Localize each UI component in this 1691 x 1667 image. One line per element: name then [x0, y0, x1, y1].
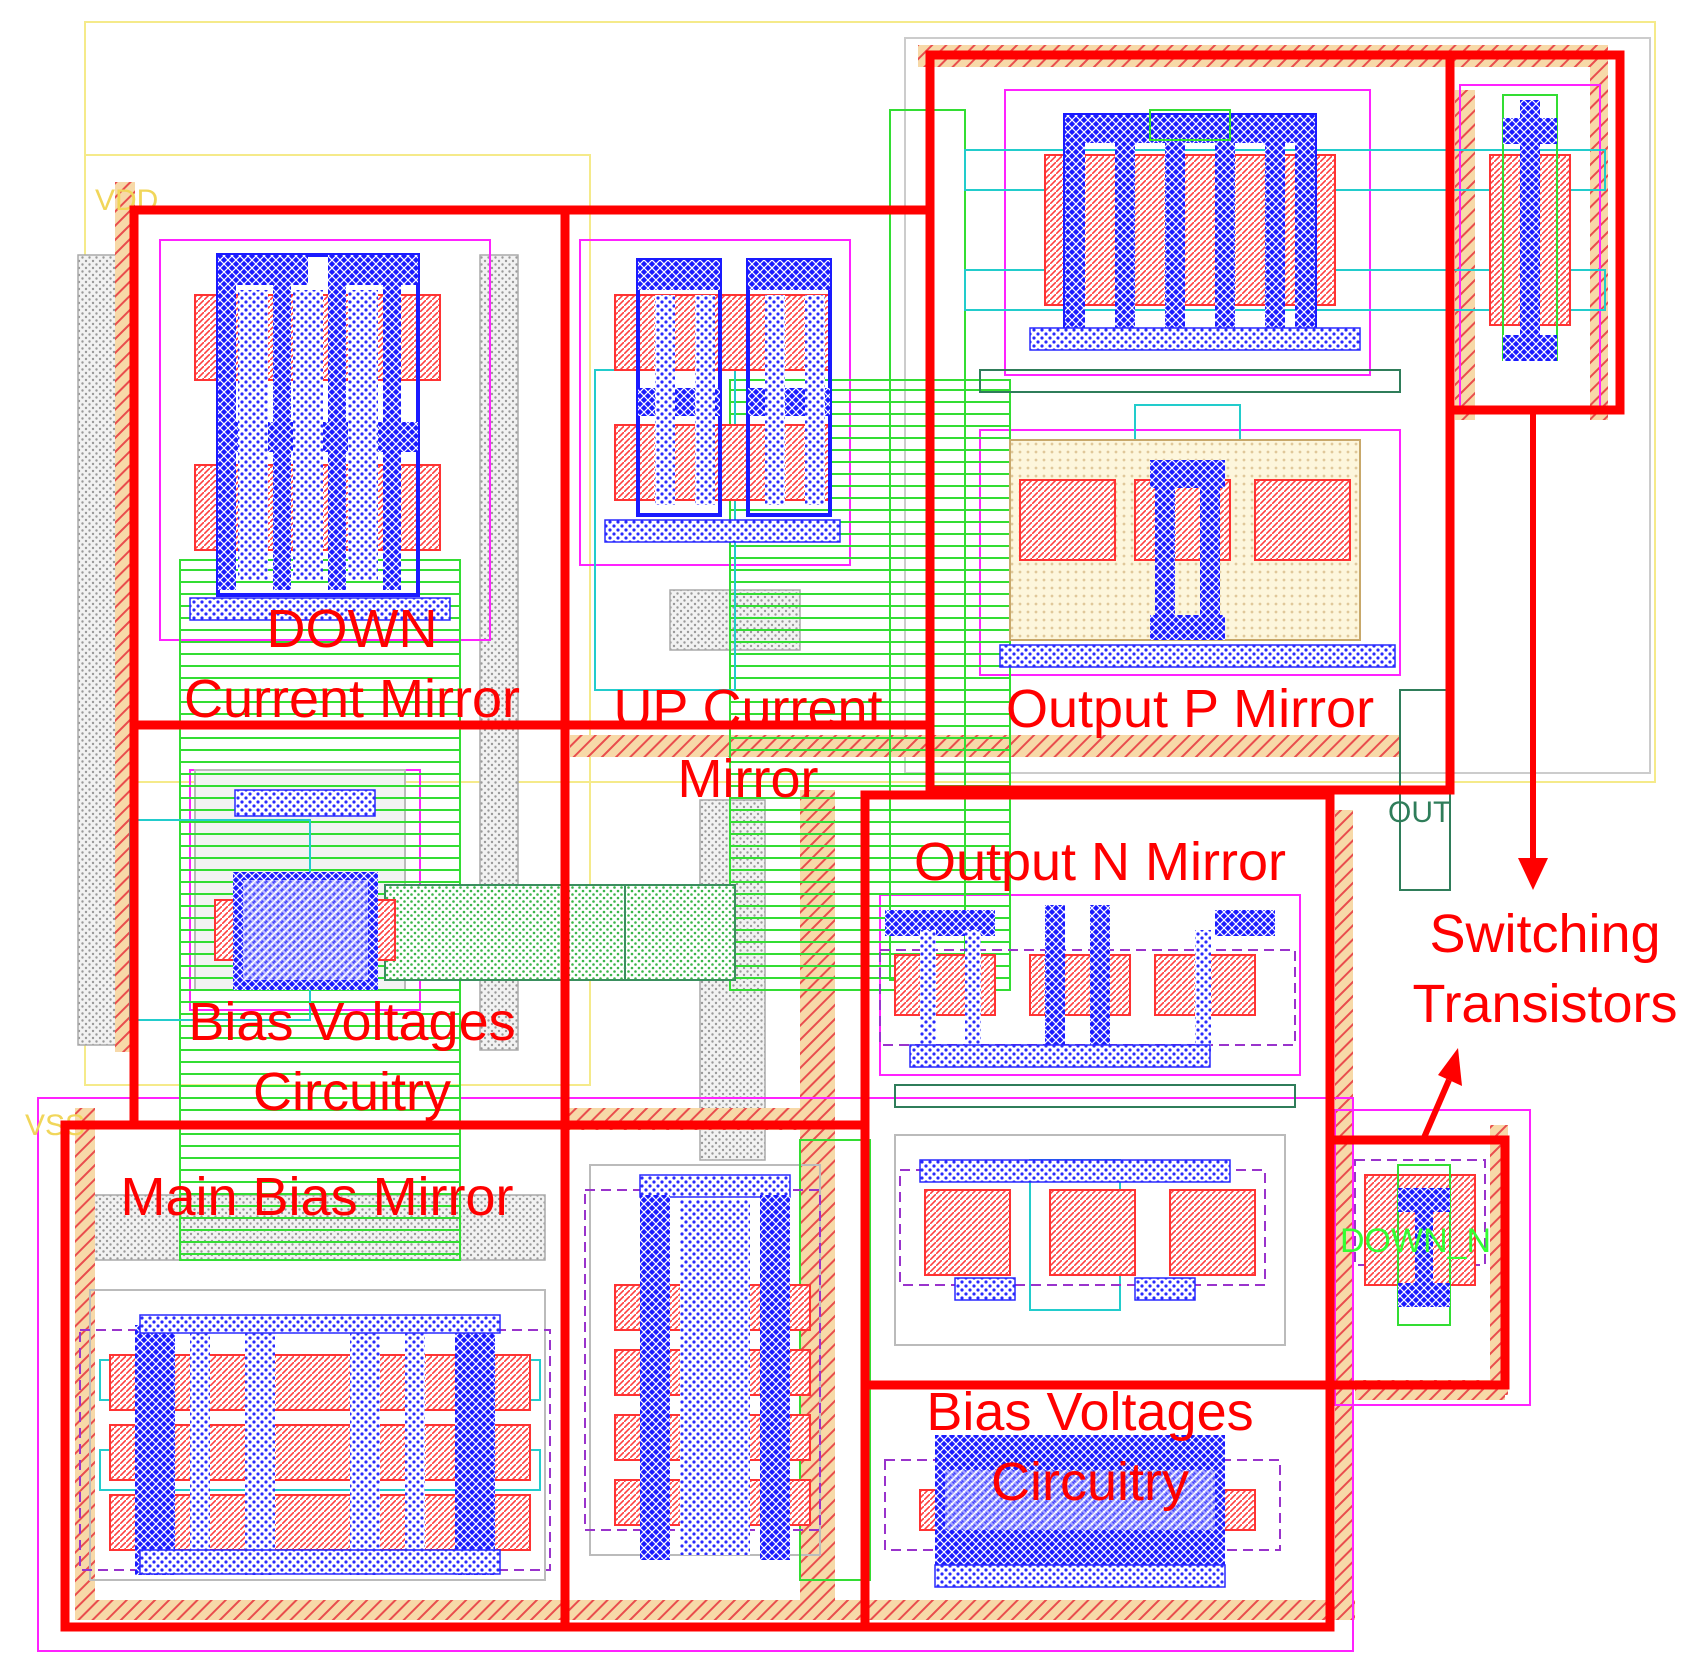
bias-left-label-line1: Bias Voltages	[188, 992, 515, 1052]
output-n-label: Output N Mirror	[914, 832, 1286, 892]
bias-right-devices	[919, 1435, 1256, 1588]
main-bias-label: Main Bias Mirror	[120, 1167, 513, 1227]
output-p-devices	[999, 109, 1396, 668]
pin-labels: VDD VSS OUT DOWN_N	[25, 184, 1491, 1260]
switch-bottom-outline	[865, 1135, 1510, 1390]
bias-right-label-line2: Circuitry	[991, 1452, 1189, 1512]
switching-label-line1: Switching	[1429, 904, 1660, 964]
arrow-to-switch-bottom	[1420, 1048, 1462, 1142]
down-n-pin-label: DOWN_N	[1340, 1222, 1491, 1260]
main-bias-devices	[109, 1314, 531, 1575]
out-pin-label: OUT	[1388, 796, 1451, 829]
switching-label-line2: Transistors	[1412, 974, 1677, 1034]
up-mirror-label-line1: UP Current	[613, 679, 882, 739]
block-labels: DOWN Current Mirror UP Current Mirror Ou…	[120, 599, 1677, 1512]
bias-right-outline	[860, 1385, 1335, 1632]
middle-bottom-outline	[560, 1120, 870, 1632]
switch-top-devices	[1489, 94, 1571, 361]
up-mirror-devices	[604, 258, 841, 543]
down-mirror-label-line2: Current Mirror	[184, 669, 520, 729]
up-mirror-label-line2: Mirror	[678, 749, 819, 809]
arrows	[1420, 412, 1548, 1142]
middle-bottom-devices	[614, 1174, 811, 1560]
output-p-label: Output P Mirror	[1006, 679, 1374, 739]
down-mirror-devices	[189, 253, 451, 621]
output-p-outline	[925, 50, 1455, 795]
switch-bottom-devices	[1364, 1164, 1476, 1326]
arrow-to-switch-top	[1518, 412, 1548, 890]
block-outlines	[60, 50, 1625, 1632]
bias-left-label-line2: Circuitry	[253, 1062, 451, 1122]
transistor-devices	[109, 94, 1571, 1588]
switch-top-outline	[1445, 50, 1625, 415]
output-n-devices	[885, 905, 1275, 1301]
output-n-outline	[860, 790, 1335, 1385]
bias-right-label-line1: Bias Voltages	[926, 1382, 1253, 1442]
bias-left-devices	[214, 789, 396, 990]
down-mirror-label-line1: DOWN	[267, 599, 438, 659]
